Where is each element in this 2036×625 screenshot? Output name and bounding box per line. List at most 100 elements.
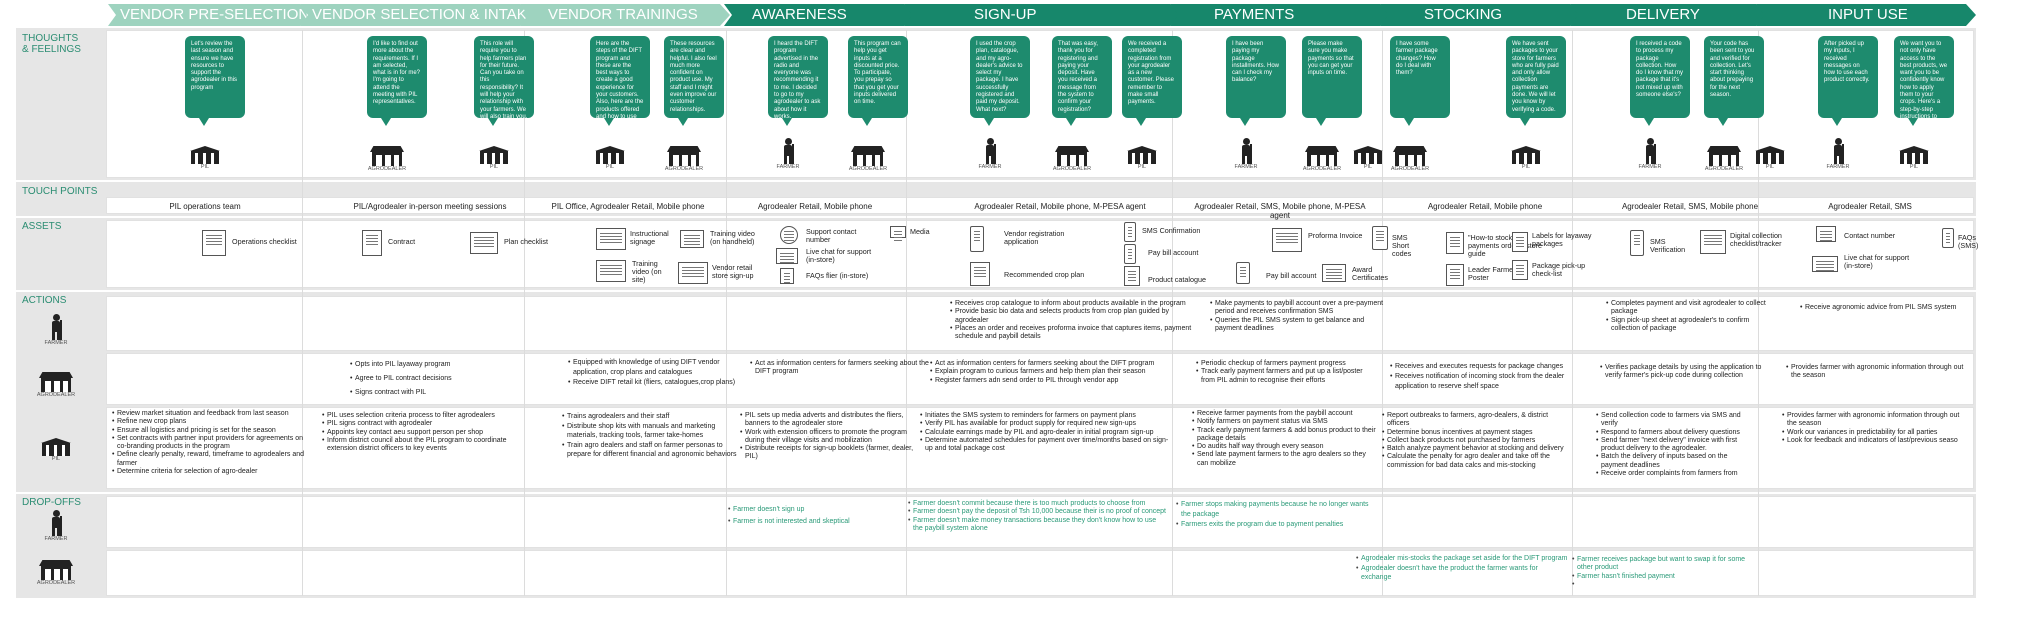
asset-label: Labels for layaway packages <box>1532 231 1592 248</box>
asset-label: Product catalogue <box>1148 275 1206 284</box>
action-list: Verifies package details by using the ap… <box>1600 364 1770 381</box>
row-label-thoughts: THOUGHTS & FEELINGS <box>22 33 81 55</box>
bullet-item: PIL uses selection criteria process to f… <box>322 412 522 421</box>
bullet-item: Register farmers adn send order to PIL t… <box>930 377 1180 386</box>
action-list: Initiates the SMS system to reminders fo… <box>920 412 1170 453</box>
actor-label: PIL <box>489 164 499 170</box>
bullet-item: Agrodealer mis-stocks the package set as… <box>1356 554 1570 564</box>
dropoff-list: Farmer stops making payments because he … <box>1176 500 1376 530</box>
thought-bubble: This role will require you to help farme… <box>474 36 534 118</box>
video-play-icon <box>680 230 704 248</box>
bullet-item: Farmer hasn't finished payment <box>1572 573 1752 582</box>
asset-label: "How-to stock pre-payments orders" store… <box>1468 233 1543 258</box>
bullet-item: Places an order and receives proforma in… <box>950 325 1200 342</box>
asset-label: FAQs flier (in-store) <box>806 271 869 280</box>
action-list: Receives and executes requests for packa… <box>1390 362 1570 392</box>
bubble-tail <box>782 118 792 126</box>
dropoff-list: Agrodealer mis-stocks the package set as… <box>1356 554 1570 583</box>
action-list: Act as information centers for farmers s… <box>750 360 930 377</box>
persona-farmer-dropoffs: FARMER <box>36 510 76 542</box>
persona-agrodealer-actions: AGRODEALER <box>36 372 76 398</box>
action-list: Trains agrodealers and their staffDistri… <box>562 412 742 460</box>
farmer-icon <box>49 314 63 340</box>
bullet-item: Agree to PIL contract decisions <box>350 372 510 386</box>
media-icon <box>890 226 906 238</box>
actor-farmer: FARMER <box>1818 138 1858 170</box>
bullet-item: Verifies package details by using the ap… <box>1600 364 1770 381</box>
contact-person-icon <box>780 226 798 244</box>
actor-pil: PIL <box>185 146 225 170</box>
action-list: Act as information centers for farmers s… <box>930 360 1180 385</box>
actor-label: PIL <box>200 164 210 170</box>
bullet-item: Work our variances in predictability for… <box>1782 429 1968 438</box>
farmer-icon <box>1239 138 1253 164</box>
actor-pil: PIL <box>1506 146 1546 170</box>
bullet-item: Distribute shop kits with manuals and ma… <box>562 422 742 441</box>
bullet-item: Review market situation and feedback fro… <box>112 410 308 419</box>
thought-bubble: Your code has been sent to you and verif… <box>1704 36 1764 118</box>
asset-label: Training video (on site) <box>632 259 662 284</box>
store-signup-icon <box>678 262 708 284</box>
action-list: Provides farmer with agronomic informati… <box>1786 364 1966 381</box>
bubble-tail <box>604 118 614 126</box>
farmer-icon <box>781 138 795 164</box>
action-list: Receive agronomic advice from PIL SMS sy… <box>1800 304 1970 313</box>
bullet-item: Initiates the SMS system to reminders fo… <box>920 412 1170 421</box>
bubble-tail <box>1520 118 1530 126</box>
farmer-icon <box>1831 138 1845 164</box>
sms-phone-icon <box>1124 222 1136 242</box>
separator <box>906 30 907 596</box>
bullet-item: Receive farmer payments from the paybill… <box>1192 410 1378 419</box>
pil-building-icon <box>41 438 71 456</box>
label-tag-icon <box>1512 232 1528 252</box>
asset-label: Contact number <box>1844 231 1896 240</box>
actor-agro: AGRODEALER <box>664 146 704 172</box>
bubble-tail <box>678 118 688 126</box>
invoice-icon <box>1272 228 1302 252</box>
row-label-dropoffs: DROP-OFFS <box>22 497 81 508</box>
action-list: Periodic checkup of farmers payment prog… <box>1196 360 1376 385</box>
thought-bubble: I'd like to find out more about the requ… <box>367 36 427 118</box>
checklist-icon <box>202 230 226 256</box>
agrodealer-shop-icon <box>1707 146 1741 166</box>
row-label-actions: ACTIONS <box>22 295 67 306</box>
action-list: PIL sets up media adverts and distribute… <box>740 412 918 462</box>
action-list: PIL uses selection criteria process to f… <box>322 412 522 453</box>
asset-label: Leader Farmer Poster <box>1468 265 1516 282</box>
bullet-item: Farmer doesn't make money transactions b… <box>908 517 1166 534</box>
persona-farmer-actions: FARMER <box>36 314 76 346</box>
separator <box>524 30 525 596</box>
touch-point: Agrodealer Retail, SMS, Mobile phone, M-… <box>1194 202 1366 220</box>
actor-label: FARMER <box>1234 164 1258 170</box>
bullet-item: Notify farmers on payment status via SMS <box>1192 418 1378 427</box>
actor-label: FARMER <box>978 164 1002 170</box>
bubble-tail <box>1908 118 1918 126</box>
actor-label: AGRODEALER <box>367 166 407 172</box>
action-list: Completes payment and visit agrodealer t… <box>1606 300 1766 333</box>
bullet-item: Send farmer "next delivery" invoice with… <box>1596 437 1756 454</box>
actor-label: AGRODEALER <box>664 166 704 172</box>
sms-shortcode-icon <box>1372 226 1388 250</box>
bubble-tail <box>1316 118 1326 126</box>
bubble-tail <box>1832 118 1842 126</box>
dropoff-list: Farmer doesn't commit because there is t… <box>908 500 1166 533</box>
bullet-item: Refine new crop plans <box>112 418 308 427</box>
actor-agro: AGRODEALER <box>1302 146 1342 172</box>
actor-label: AGRODEALER <box>1302 166 1342 172</box>
actor-farmer: FARMER <box>1226 138 1266 170</box>
mobile-phone-icon <box>970 226 984 252</box>
bullet-item: Look for feedback and indicators of last… <box>1782 437 1968 446</box>
bullet-item: Act as information centers for farmers s… <box>750 360 930 377</box>
bubble-tail <box>1718 118 1728 126</box>
bullet-item: Act as information centers for farmers s… <box>930 360 1180 369</box>
actor-label: FARMER <box>776 164 800 170</box>
actor-label: FARMER <box>1826 164 1850 170</box>
asset-label: Pay bill account <box>1266 271 1317 280</box>
actor-agro: AGRODEALER <box>1704 146 1744 172</box>
touch-point: PIL operations team <box>169 202 241 211</box>
touch-point: PIL Office, Agrodealer Retail, Mobile ph… <box>551 202 705 211</box>
bullet-item: Equipped with knowledge of using DIFT ve… <box>568 358 748 378</box>
actor-label: PIL <box>1363 164 1373 170</box>
bullet-item: Train agro dealers and staff on farmer p… <box>562 441 742 460</box>
bullet-item: Respond to farmers about delivery questi… <box>1596 429 1756 438</box>
